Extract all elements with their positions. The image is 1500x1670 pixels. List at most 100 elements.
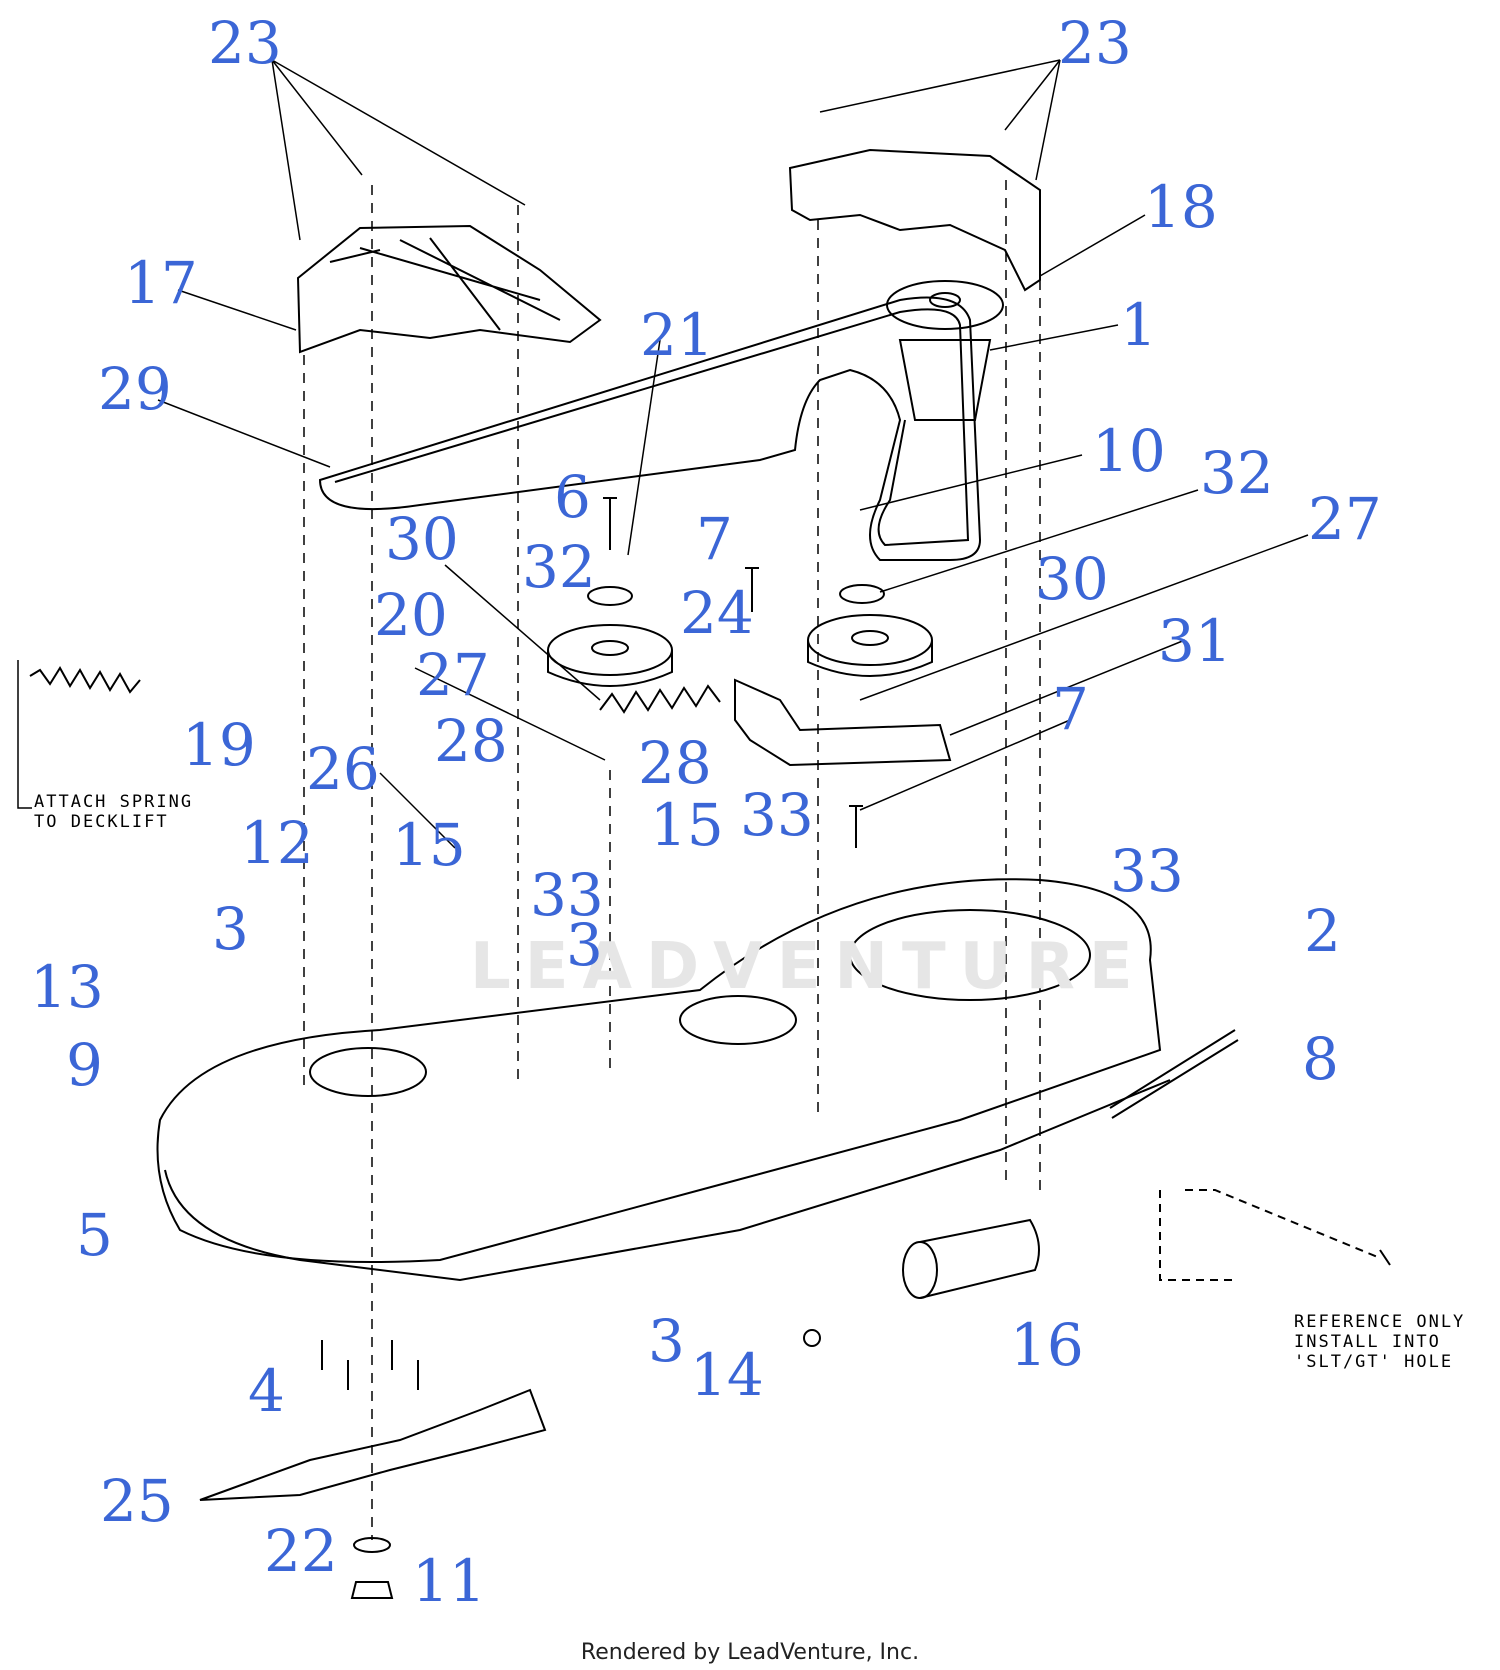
drive-belt-inner bbox=[334, 308, 970, 547]
nut-11 bbox=[350, 1581, 394, 1599]
callout-1: 1 bbox=[1120, 291, 1157, 359]
callout-26: 26 bbox=[306, 735, 380, 803]
callout-14: 14 bbox=[690, 1341, 764, 1409]
callout-23-left: 23 bbox=[208, 9, 282, 77]
bolts-4 bbox=[321, 1340, 419, 1390]
deck-shell bbox=[156, 878, 1162, 1263]
callout-5: 5 bbox=[76, 1201, 113, 1269]
callout-13: 13 bbox=[30, 953, 104, 1021]
callout-23-right: 23 bbox=[1058, 9, 1132, 77]
reference-rod bbox=[1159, 1189, 1381, 1281]
callout-17: 17 bbox=[124, 249, 198, 317]
callout-7-top: 7 bbox=[696, 505, 733, 573]
leader-line bbox=[177, 289, 297, 331]
callout-29: 29 bbox=[98, 355, 172, 423]
bearing-left bbox=[587, 586, 633, 606]
callout-33-center: 33 bbox=[740, 781, 814, 849]
right-deck-cover bbox=[788, 148, 1041, 292]
leader-line bbox=[879, 489, 1199, 593]
note-reference-only: REFERENCE ONLY INSTALL INTO 'SLT/GT' HOL… bbox=[1294, 1312, 1466, 1372]
leader-line bbox=[627, 339, 661, 556]
deck-skirt bbox=[164, 1079, 1171, 1282]
left-cover-ribs bbox=[329, 237, 561, 331]
spindle-pulley-hub bbox=[929, 292, 961, 308]
deck-pulley-left bbox=[309, 1047, 427, 1097]
bolt-7-lower bbox=[849, 805, 863, 848]
leader-line bbox=[414, 667, 606, 761]
callout-12: 12 bbox=[240, 809, 314, 877]
leader-line bbox=[859, 454, 1083, 511]
leader-line bbox=[1039, 214, 1146, 277]
idler-pulley-left-hub bbox=[591, 640, 629, 656]
callout-21: 21 bbox=[640, 301, 714, 369]
callout-32-left: 32 bbox=[522, 533, 596, 601]
callout-6: 6 bbox=[554, 463, 591, 531]
callout-30-left: 30 bbox=[385, 505, 459, 573]
drive-belt bbox=[318, 296, 982, 561]
callout-33-left: 33 bbox=[530, 861, 604, 929]
callout-15-right: 15 bbox=[650, 791, 724, 859]
leader-line bbox=[859, 534, 1309, 701]
callout-16: 16 bbox=[1010, 1311, 1084, 1379]
washer-22 bbox=[353, 1537, 391, 1553]
callout-7-lower: 7 bbox=[1052, 675, 1089, 743]
anti-scalp-roller-end bbox=[902, 1241, 938, 1299]
callout-18: 18 bbox=[1144, 173, 1218, 241]
callout-33-right: 33 bbox=[1110, 837, 1184, 905]
bushing-14 bbox=[803, 1329, 821, 1347]
reference-rod-end bbox=[1379, 1249, 1391, 1266]
idler-pulley-right-hub bbox=[851, 630, 889, 646]
mower-blade bbox=[199, 1388, 547, 1501]
callout-30-right: 30 bbox=[1035, 545, 1109, 613]
callout-24: 24 bbox=[680, 579, 754, 647]
deck-spindle-well bbox=[849, 909, 1091, 1001]
rendered-by-credit: Rendered by LeadVenture, Inc. bbox=[580, 1640, 920, 1665]
leader-line bbox=[859, 719, 1071, 811]
callout-32-right: 32 bbox=[1200, 439, 1274, 507]
leader-line bbox=[949, 639, 1186, 736]
leader-line bbox=[819, 59, 1061, 181]
callout-11: 11 bbox=[412, 1547, 486, 1615]
deck-pulley-center bbox=[679, 995, 797, 1045]
lift-rod bbox=[1109, 1029, 1239, 1119]
idler-spring bbox=[599, 684, 721, 714]
deck-spring bbox=[29, 666, 141, 694]
leader-line bbox=[444, 564, 601, 701]
idler-pulley-right bbox=[807, 614, 933, 666]
callout-22: 22 bbox=[264, 1517, 338, 1585]
callout-8: 8 bbox=[1302, 1025, 1339, 1093]
callout-28-right: 28 bbox=[638, 729, 712, 797]
leader-line bbox=[989, 324, 1119, 351]
bolt-6 bbox=[603, 497, 617, 550]
watermark: LEADVENTURE bbox=[470, 930, 1147, 1004]
note-attach-spring: ATTACH SPRING TO DECKLIFT bbox=[34, 792, 194, 832]
leader-line bbox=[157, 399, 331, 468]
callout-27-left: 27 bbox=[416, 641, 490, 709]
callout-28-left: 28 bbox=[434, 707, 508, 775]
idler-arm bbox=[734, 678, 952, 767]
spindle-housing bbox=[898, 339, 992, 421]
callout-3-top: 3 bbox=[212, 895, 249, 963]
bolt-7-top bbox=[745, 567, 759, 612]
callout-2: 2 bbox=[1304, 897, 1341, 965]
callout-19: 19 bbox=[182, 711, 256, 779]
callout-4: 4 bbox=[248, 1357, 285, 1425]
anti-scalp-roller bbox=[919, 1218, 1040, 1299]
callout-20: 20 bbox=[374, 581, 448, 649]
leader-line bbox=[271, 59, 526, 241]
leader-line bbox=[17, 660, 32, 809]
callout-9: 9 bbox=[66, 1031, 103, 1099]
leader-line bbox=[379, 772, 456, 849]
callout-10: 10 bbox=[1092, 417, 1166, 485]
left-deck-cover bbox=[296, 224, 602, 354]
callout-3-bottom: 3 bbox=[648, 1307, 685, 1375]
callout-15-left: 15 bbox=[392, 811, 466, 879]
callout-3-center: 3 bbox=[566, 911, 603, 979]
idler-pulley-left bbox=[547, 624, 673, 676]
spindle-pulley bbox=[886, 280, 1004, 330]
callout-31: 31 bbox=[1158, 607, 1232, 675]
bearing-right bbox=[839, 584, 885, 604]
callout-27-right: 27 bbox=[1308, 485, 1382, 553]
callout-25: 25 bbox=[100, 1467, 174, 1535]
